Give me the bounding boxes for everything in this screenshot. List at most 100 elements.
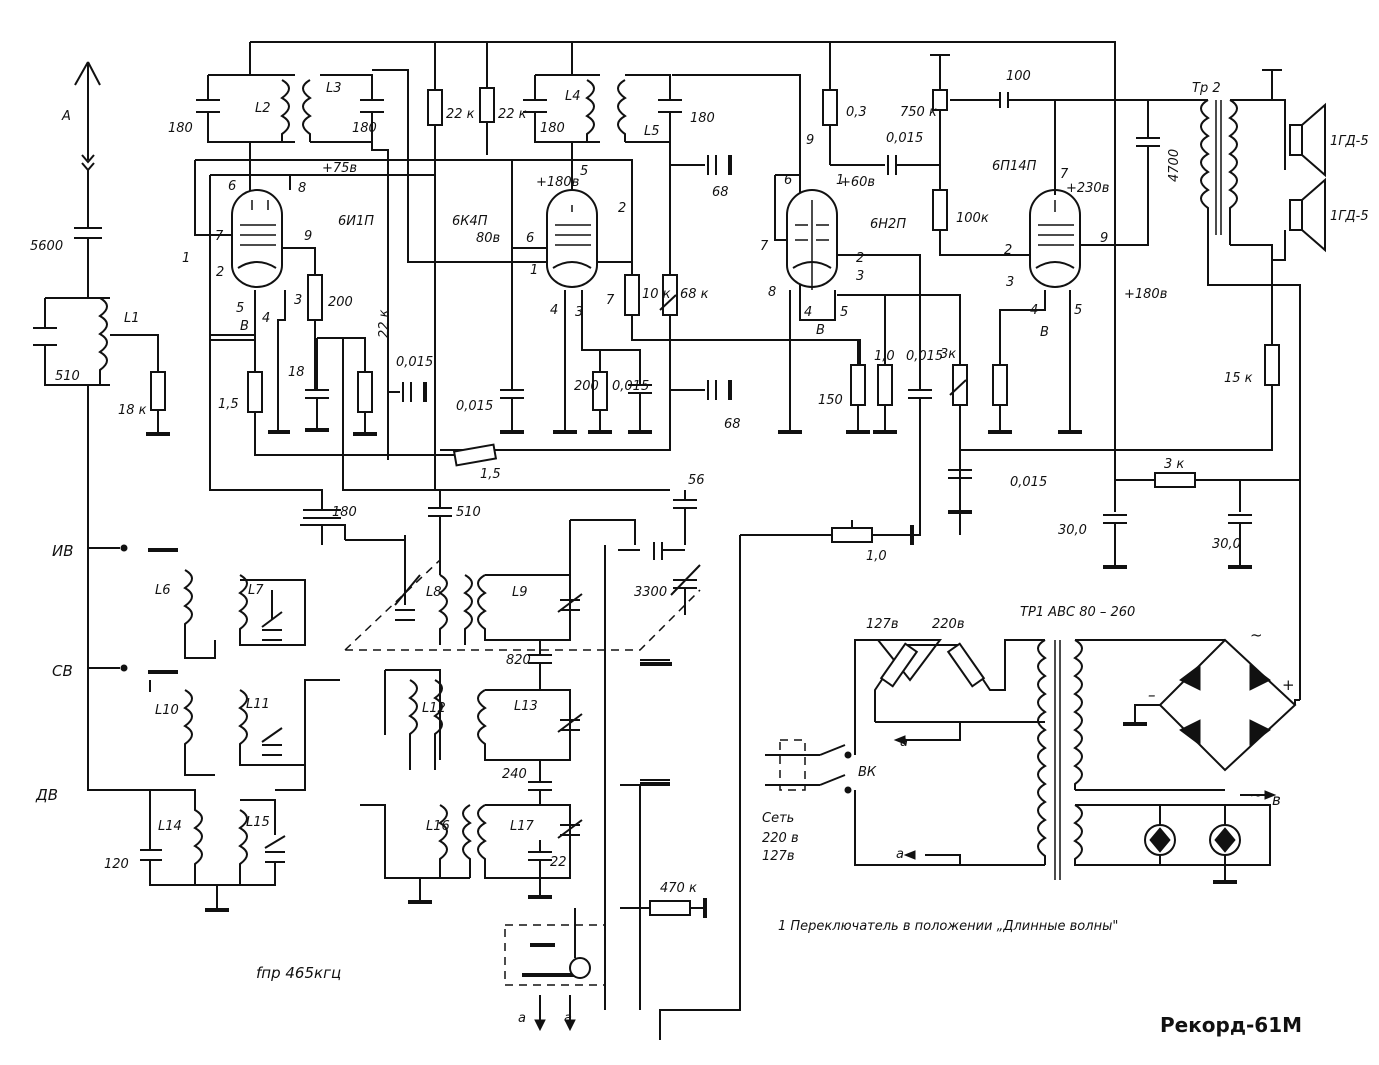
l8-label: L8 <box>426 585 442 600</box>
output-transformer: Тр 2 1ГД-5 1ГД-5 15 к <box>1192 69 1369 700</box>
t2-pin6: 6 <box>526 231 534 246</box>
t4-voltage: +230в <box>1066 181 1109 196</box>
t2-voltage: +180в <box>536 175 579 190</box>
output-stage: 6П14П +230в 7 2 9 3 4 5 В 100 750 к 100к… <box>900 54 1208 434</box>
l3-label: L3 <box>326 81 342 96</box>
t1-pin3: 3 <box>294 293 302 308</box>
t2-pin1: 1 <box>530 263 538 278</box>
t2-pin4: 4 <box>550 303 558 318</box>
t3-pin6: 6 <box>784 173 792 188</box>
r68k-label: 68 к <box>680 287 709 302</box>
r10-label: 1,0 <box>874 349 895 364</box>
t2-pin2: 2 <box>618 201 626 216</box>
t1-type: 6И1П <box>338 214 374 229</box>
term-b: в <box>1272 791 1281 809</box>
r750k-label: 750 к <box>900 105 937 120</box>
t1-pin4: 4 <box>262 311 270 326</box>
antenna-input: А 5600 L1 510 18 к <box>30 61 170 791</box>
t1-pin1: 1 <box>182 251 190 266</box>
l16-label: L16 <box>426 819 450 834</box>
l4-label: L4 <box>565 89 581 104</box>
if-frequency-note: fпр 465кгц <box>256 964 341 982</box>
c510a-label: 510 <box>55 369 80 384</box>
speaker1-label: 1ГД-5 <box>1330 134 1369 149</box>
c180c-label: 180 <box>540 121 565 136</box>
t4-pin5: 5 <box>1074 303 1082 318</box>
top-buses <box>194 41 1116 490</box>
t2-pin5: 5 <box>580 164 588 179</box>
speaker2-label: 1ГД-5 <box>1330 209 1369 224</box>
t3-pin9: 9 <box>806 133 814 148</box>
t3-pin3: 3 <box>856 269 864 284</box>
r100k-label: 100к <box>956 211 989 226</box>
t4-pin9: 9 <box>1100 231 1108 246</box>
t1-pin9: 9 <box>304 229 312 244</box>
switch-position-note: 1 Переключатель в положении „Длинные вол… <box>778 919 1118 934</box>
l12-label: L12 <box>422 701 446 716</box>
t3-pin8: 8 <box>768 285 776 300</box>
schematic-title: Рекорд-61М <box>1160 1013 1302 1037</box>
r22k2-label: 22 к <box>498 107 527 122</box>
c180d-label: 180 <box>690 111 715 126</box>
band-lw: ДВ <box>35 786 58 804</box>
l17-label: L17 <box>510 819 535 834</box>
l6-label: L6 <box>155 583 171 598</box>
t2-type: 6К4П <box>452 214 488 229</box>
t3-pin1: 1 <box>836 173 844 188</box>
c68a-label: 68 <box>712 185 729 200</box>
t1-voltage: +75в <box>322 161 357 176</box>
r15-label: 1,5 <box>218 397 239 412</box>
t1-pin6: 6 <box>228 179 236 194</box>
c4700-label: 4700 <box>1167 149 1182 182</box>
tr1-label: ТР1 АВС 80 – 260 <box>1020 605 1135 620</box>
r15b-label: 1,5 <box>480 467 501 482</box>
t4-pin7: 7 <box>1060 167 1069 182</box>
term-a4: а <box>896 847 904 862</box>
c30b-label: 30,0 <box>1212 537 1241 552</box>
band-mw: ИВ <box>52 542 74 560</box>
t4-pin2: 2 <box>1004 243 1012 258</box>
t3-pin2: 2 <box>856 251 864 266</box>
c0015f-label: 0,015 <box>1010 475 1047 490</box>
v180-label: +180в <box>1124 287 1167 302</box>
t3-type: 6Н2П <box>870 217 906 232</box>
tuning-section: 510 56 3300 L8 L9 L12 L13 L16 L17 820 24… <box>345 473 705 1010</box>
t1-pin2: 2 <box>216 265 224 280</box>
r3kb-label: 3 к <box>1164 457 1184 472</box>
c0015e-label: 0,015 <box>906 349 943 364</box>
band-sw: СВ <box>52 662 73 680</box>
power-filter: 3 к 30,0 30,0 <box>1058 457 1300 569</box>
r150-label: 150 <box>818 393 843 408</box>
r22k3-label: 22 к <box>377 309 392 338</box>
t3-pin7: 7 <box>760 239 769 254</box>
c18-label: 18 <box>288 365 305 380</box>
t1-pin7: 7 <box>215 229 224 244</box>
c820-label: 820 <box>506 653 531 668</box>
l5-label: L5 <box>644 124 660 139</box>
r03-label: 0,3 <box>846 105 867 120</box>
t2-pin7: 7 <box>606 293 615 308</box>
c120-label: 120 <box>104 857 129 872</box>
c240-label: 240 <box>502 767 527 782</box>
l1-label: L1 <box>124 311 140 326</box>
bus-resistors: 22 к 22 к <box>427 87 527 126</box>
r18k-label: 18 к <box>118 403 147 418</box>
c0015a-label: 0,015 <box>886 131 923 146</box>
r200-label: 200 <box>328 295 353 310</box>
t4-heater: В <box>1040 325 1049 340</box>
mains-v2: 127в <box>762 849 794 864</box>
t2-pin3: 3 <box>575 305 583 320</box>
c22-label: 22 <box>550 855 567 870</box>
if-stage: L4 L5 180 180 6К4П +180в 80в 5 2 6 1 4 3… <box>440 74 861 451</box>
l11-label: L11 <box>246 697 270 712</box>
c180a-label: 180 <box>168 121 193 136</box>
term-a1: а <box>518 1011 526 1026</box>
band-switch: ИВ СВ ДВ L6 L7 L10 L11 L14 L15 120 <box>35 542 701 912</box>
c3300-label: 3300 <box>634 585 667 600</box>
t1-heater: В <box>240 319 249 334</box>
c0015d-label: 0,015 <box>612 379 649 394</box>
l10-label: L10 <box>155 703 179 718</box>
tr2-label: Тр 2 <box>1192 81 1221 96</box>
term-a3: а <box>900 735 908 750</box>
term-tilde1: ~ <box>1250 626 1263 644</box>
